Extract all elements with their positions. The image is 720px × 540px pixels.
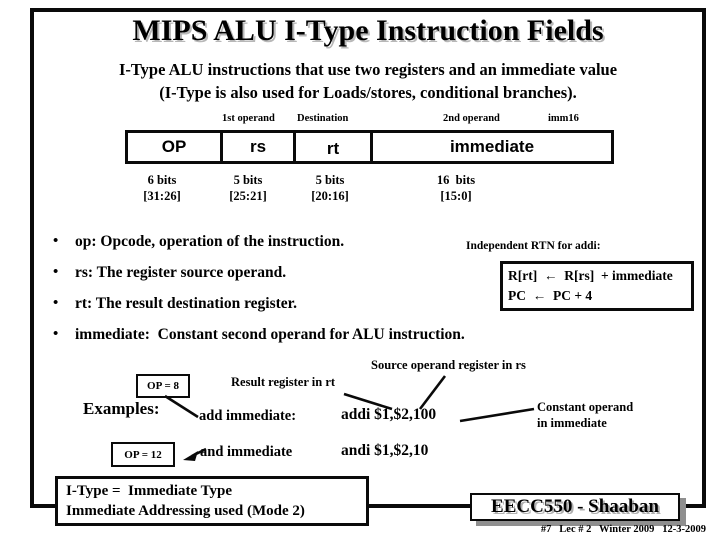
bits-rs-width: 5 bits (233, 173, 263, 187)
bullet-op-text: op: Opcode, operation of the instruction… (75, 233, 345, 250)
lecture-info: #7 Lec # 2 Winter 2009 12-3-2009 (540, 524, 706, 535)
bits-op-width: 6 bits (147, 173, 177, 187)
label-imm16: imm16 (548, 113, 579, 124)
example-code-andi: andi $1,$2,10 (341, 442, 429, 459)
itype-line-1: I-Type = Immediate Type (66, 483, 233, 499)
bullet-icon: • (53, 233, 59, 249)
course-badge: EECC550 - Shaaban (470, 493, 680, 521)
example-name-addi: add immediate: (199, 408, 297, 424)
bits-op: 6 bits [31:26] (130, 172, 194, 204)
list-item: • op: Opcode, operation of the instructi… (53, 231, 473, 253)
rtn-line-1: R[rt] ← R[rs] + immediate (508, 268, 673, 283)
bits-op-range: [31:26] (143, 189, 181, 203)
example-name-andi: and immediate (200, 444, 293, 460)
itype-line-2: Immediate Addressing used (Mode 2) (66, 503, 305, 519)
rtn-line-2: PC ← PC + 4 (508, 288, 593, 303)
bits-immediate-range: [15:0] (440, 189, 472, 203)
callout-source-operand: Source operand register in rs (371, 358, 526, 372)
callout-constant-line-2: in immediate (537, 416, 607, 430)
subtitle-line-1: I-Type ALU instructions that use two reg… (118, 60, 618, 79)
field-cell-immediate: immediate (449, 137, 535, 156)
list-item: • rt: The result destination register. (53, 293, 473, 315)
examples-heading: Examples: (83, 399, 160, 418)
slide-subtitle: I-Type ALU instructions that use two reg… (30, 58, 706, 104)
page-title: MIPS ALU I-Type Instruction Fields (132, 14, 604, 47)
callout-result-register: Result register in rt (231, 375, 336, 389)
field-cell-rs: rs (223, 133, 296, 161)
bullet-icon: • (53, 295, 59, 311)
bits-rt-range: [20:16] (311, 189, 349, 203)
field-cell-rt: rt (296, 133, 373, 161)
subtitle-line-2: (I-Type is also used for Loads/stores, c… (159, 83, 577, 102)
field-cell-op: OP (128, 133, 223, 161)
callout-constant-line-1: Constant operand (537, 400, 634, 414)
itype-summary-box: I-Type = Immediate Type Immediate Addres… (55, 476, 369, 526)
label-second-operand: 2nd operand (443, 113, 500, 124)
bits-rt-width: 5 bits (315, 173, 345, 187)
instruction-format-table: OP rs rt immediate (125, 130, 614, 164)
course-badge-text: EECC550 - Shaaban (491, 496, 659, 517)
list-item: • immediate: Constant second operand for… (53, 324, 473, 346)
example-code-addi: addi $1,$2,100 (341, 406, 437, 423)
bits-immediate-width: 16 bits (436, 173, 476, 187)
bits-rt: 5 bits [20:16] (298, 172, 362, 204)
op-badge-addi: OP = 8 (136, 374, 190, 398)
label-first-operand: 1st operand (222, 113, 275, 124)
rtn-box: R[rt] ← R[rs] + immediate PC ← PC + 4 (500, 261, 694, 311)
bullet-rs-text: rs: The register source operand. (75, 264, 287, 281)
callout-constant-operand: Constant operand in immediate (537, 399, 633, 431)
bits-rs: 5 bits [25:21] (216, 172, 280, 204)
slide-border-frame (30, 8, 706, 506)
bits-immediate: 16 bits [15:0] (418, 172, 494, 204)
field-description-list: • op: Opcode, operation of the instructi… (53, 231, 473, 355)
rtn-label: Independent RTN for addi: (466, 240, 601, 252)
label-destination: Destination (297, 113, 349, 124)
bullet-icon: • (53, 326, 59, 342)
bullet-rt-text: rt: The result destination register. (75, 295, 298, 312)
bullet-immediate-text: immediate: Constant second operand for A… (75, 326, 465, 343)
list-item: • rs: The register source operand. (53, 262, 473, 284)
bits-rs-range: [25:21] (229, 189, 267, 203)
op-badge-andi: OP = 12 (111, 442, 175, 467)
bullet-icon: • (53, 264, 59, 280)
